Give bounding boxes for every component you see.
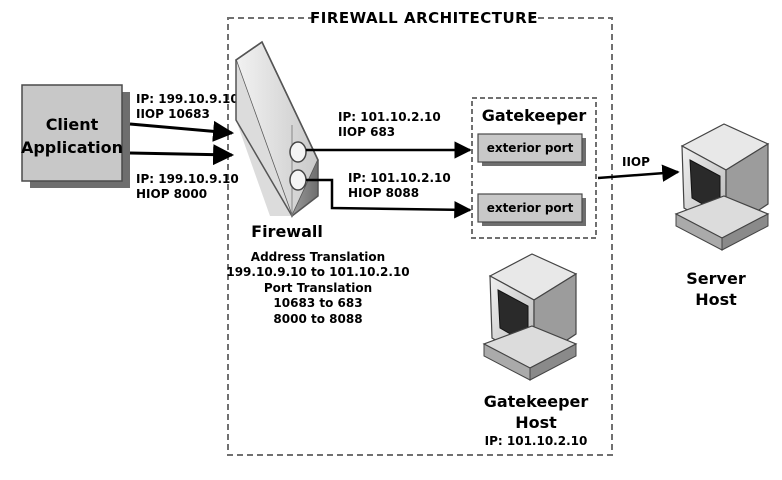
exterior-port-1-label: exterior port <box>487 141 574 155</box>
fw-conn-bottom-port: HIOP 8088 <box>348 186 419 200</box>
gatekeeper-to-server-arrow <box>597 164 680 182</box>
firewall-note-5: 8000 to 8088 <box>273 312 362 326</box>
fw-conn-top-port: IIOP 683 <box>338 125 395 139</box>
exterior-port-2: exterior port <box>477 193 586 226</box>
firewall-note-4: 10683 to 683 <box>273 296 362 310</box>
client-conn-top-port: IIOP 10683 <box>136 107 210 121</box>
server-label-line2: Host <box>695 290 737 309</box>
firewall-note-1: Address Translation <box>251 250 385 264</box>
iiop-label: IIOP <box>622 155 650 169</box>
firewall-port-top <box>289 141 307 163</box>
client-label-line2: Application <box>21 138 123 157</box>
firewall-port-bottom <box>289 169 307 191</box>
gatekeeper-box <box>471 97 597 239</box>
frame-title: FIREWALL ARCHITECTURE <box>310 9 538 27</box>
fw-conn-bottom-ip: IP: 101.10.2.10 <box>348 171 451 185</box>
server-label-line1: Server <box>686 269 746 288</box>
gatekeeper-host-computer-icon <box>482 253 578 381</box>
gatekeeper-host-label-line2: Host <box>515 413 557 432</box>
fw-conn-top-ip: IP: 101.10.2.10 <box>338 110 441 124</box>
firewall-note-2: 199.10.9.10 to 101.10.2.10 <box>226 265 409 279</box>
gatekeeper-host-ip: IP: 101.10.2.10 <box>485 434 588 448</box>
client-application-box: Client Application <box>21 84 130 188</box>
firewall-tower <box>235 40 319 218</box>
exterior-port-2-label: exterior port <box>487 201 574 215</box>
client-conn-bottom-port: HIOP 8000 <box>136 187 207 201</box>
gatekeeper-host-label-line1: Gatekeeper <box>484 392 589 411</box>
exterior-port-1: exterior port <box>477 133 586 166</box>
client-to-firewall-arrow-top <box>129 120 235 142</box>
client-to-firewall-arrow-bottom <box>129 144 235 166</box>
frame-title-background <box>318 8 530 28</box>
client-conn-bottom-ip: IP: 199.10.9.10 <box>136 172 239 186</box>
client-label-line1: Client <box>46 115 99 134</box>
server-host-computer-icon <box>674 123 770 251</box>
firewall-to-gatekeeper-arrow-bottom <box>306 178 472 219</box>
gatekeeper-title: Gatekeeper <box>482 106 587 125</box>
firewall-label: Firewall <box>251 222 323 241</box>
firewall-note-3: Port Translation <box>264 281 372 295</box>
client-conn-top-ip: IP: 199.10.9.10 <box>136 92 239 106</box>
